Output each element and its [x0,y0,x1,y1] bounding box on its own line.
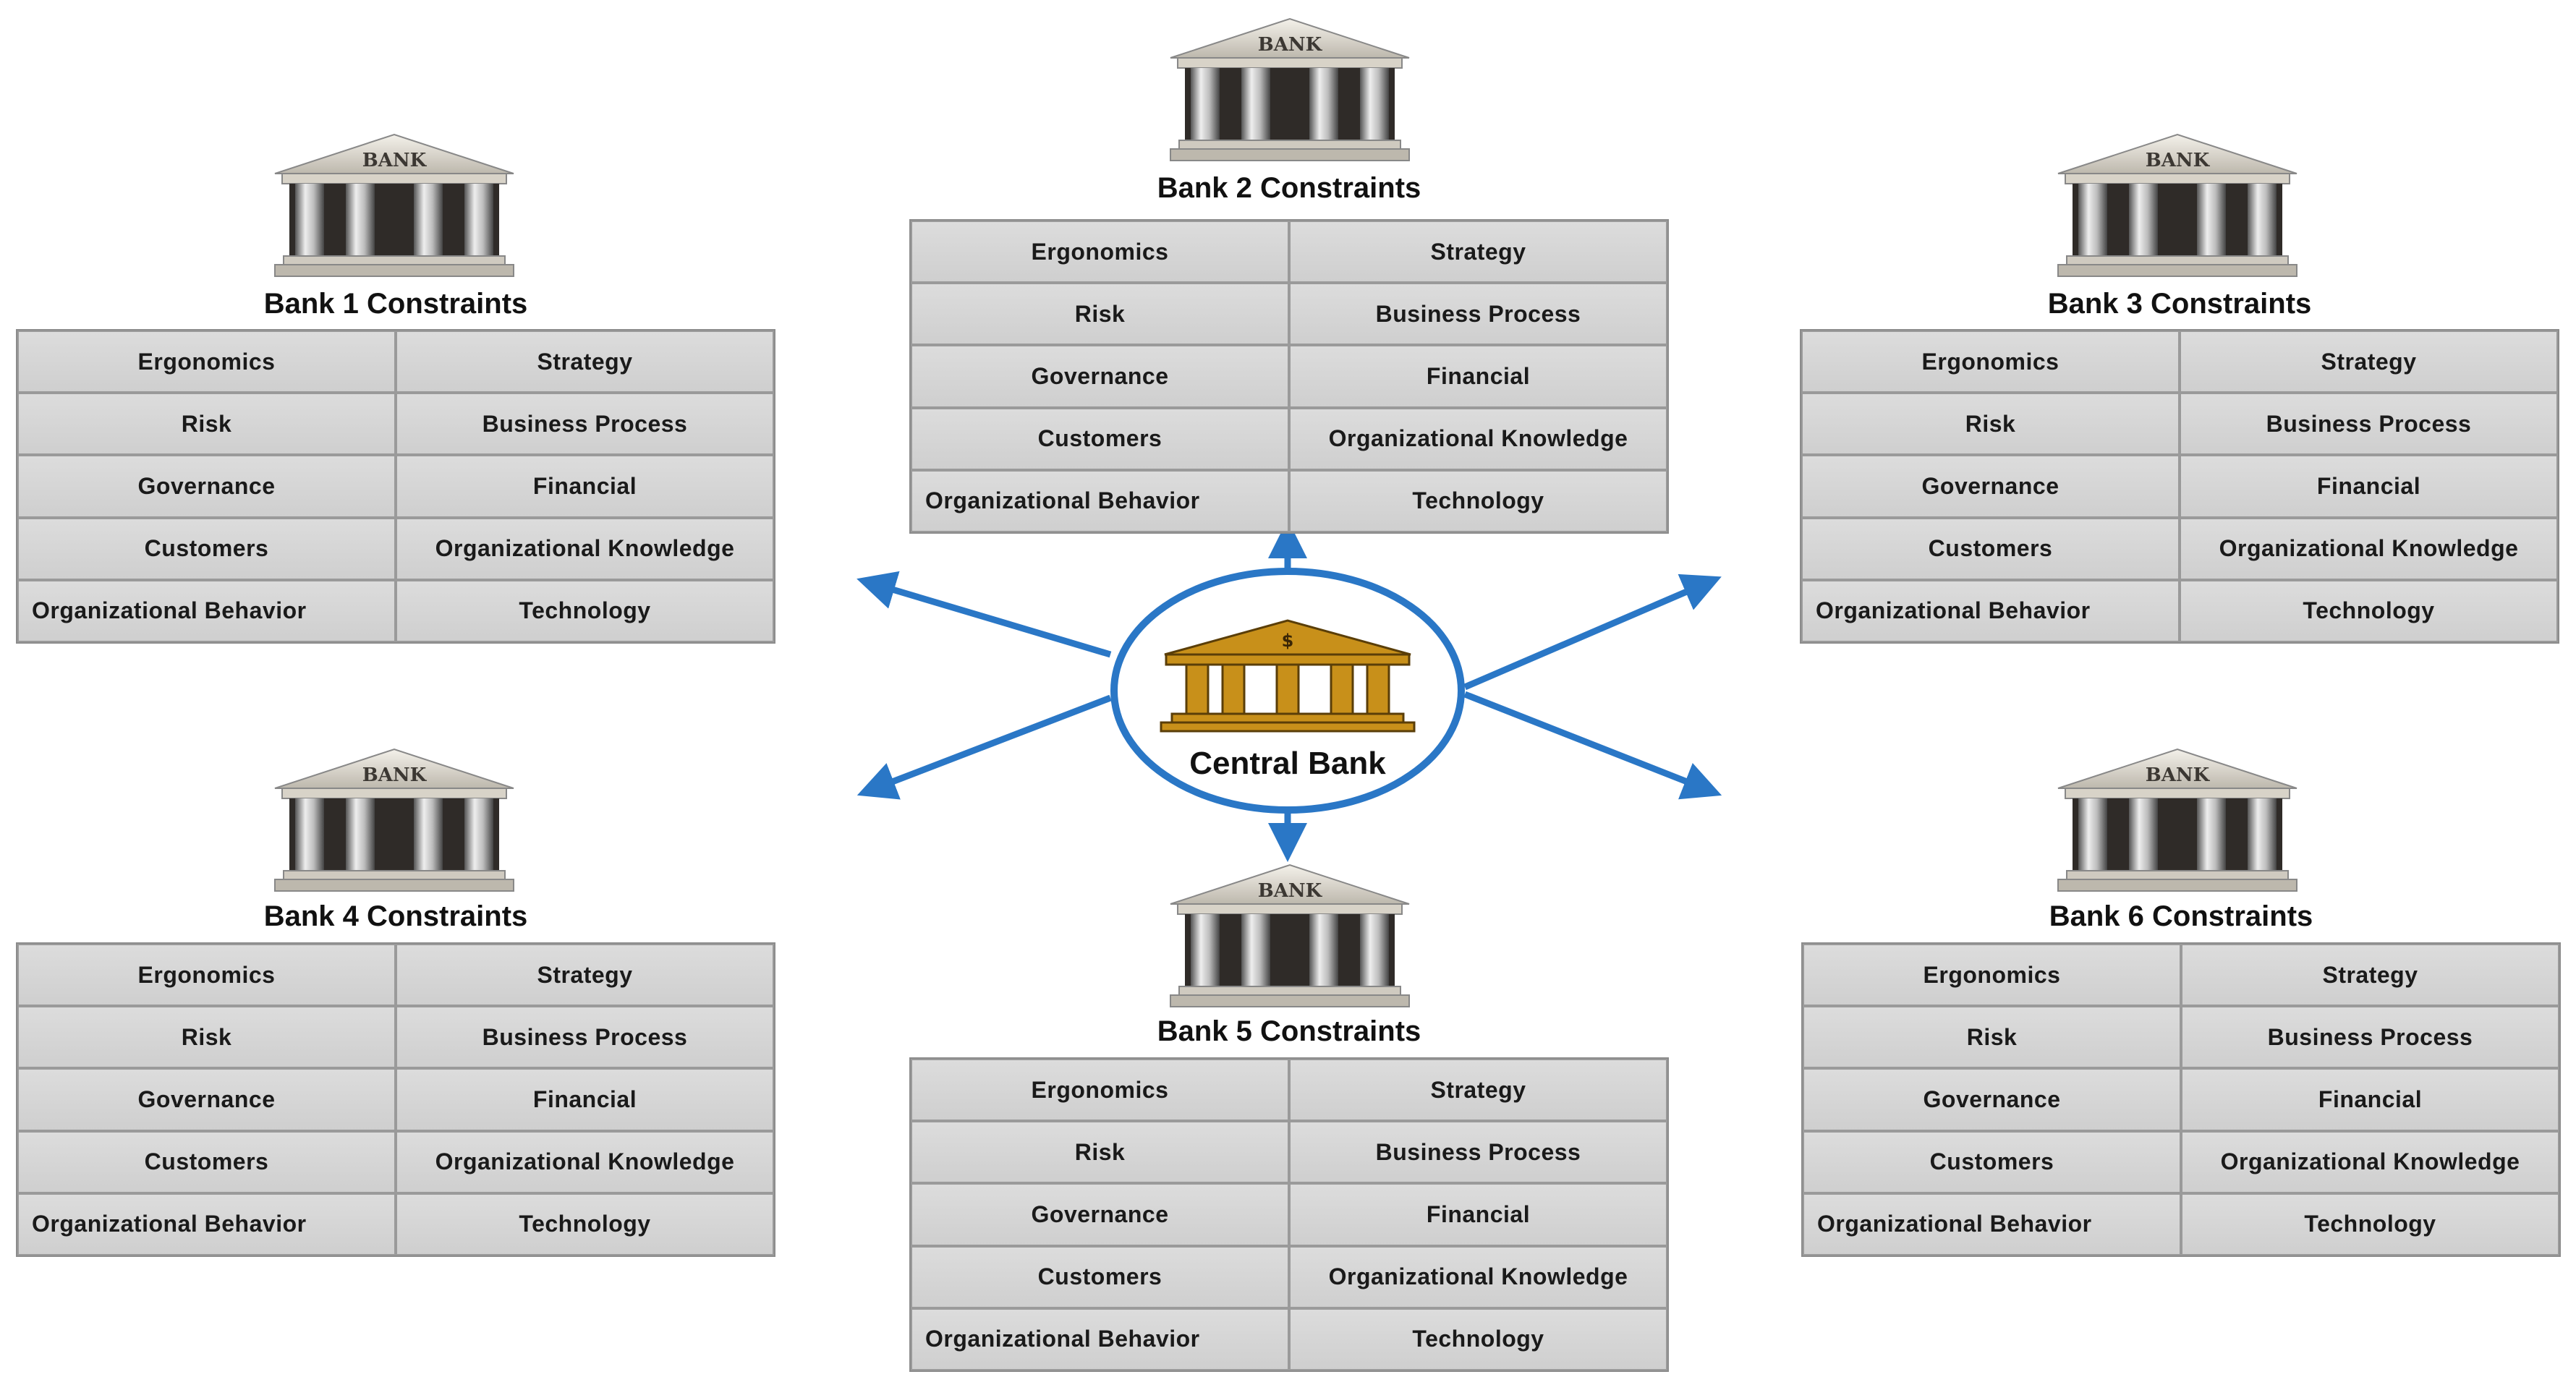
constraint-cell: Customers [17,517,396,580]
bank-building-icon: BANK [2051,129,2304,281]
constraint-cell: Technology [396,579,774,642]
constraint-cell: Financial [1289,345,1667,408]
constraint-cell: Business Process [2181,1006,2559,1069]
constraint-cell: Risk [911,1121,1289,1184]
constraint-cell: Financial [2180,455,2558,518]
constraint-cell: Ergonomics [17,944,396,1007]
constraint-cell: Strategy [2181,944,2559,1007]
constraint-cell: Organizational Behavior [911,469,1289,532]
constraint-cell: Organizational Behavior [911,1308,1289,1370]
constraint-cell: Strategy [2180,331,2558,393]
constraint-cell: Risk [17,1006,396,1069]
constraint-cell: Customers [17,1130,396,1193]
constraint-cell: Ergonomics [911,1059,1289,1122]
constraint-cell: Customers [911,407,1289,470]
arrow-to-bank-1 [856,571,1112,658]
constraint-cell: Governance [17,1068,396,1131]
constraint-cell: Financial [1289,1183,1667,1246]
constraint-cell: Strategy [396,944,774,1007]
bank-title: Bank 5 Constraints [1157,1015,1421,1047]
bank-title: Bank 4 Constraints [263,900,528,932]
constraint-cell: Business Process [396,1006,774,1069]
constraint-cell: Organizational Knowledge [1289,1245,1667,1308]
bank-building-icon: BANK [1163,859,1416,1011]
bank-icon-label: BANK [2146,150,2211,171]
constraint-cell: Financial [396,455,774,518]
constraint-cell: Risk [911,283,1289,346]
central-bank-building-icon: $ [1160,619,1416,733]
constraint-cell: Customers [911,1245,1289,1308]
bank-icon-label: BANK [1258,880,1323,902]
constraint-cell: Organizational Knowledge [2180,517,2558,580]
constraint-cell: Ergonomics [17,331,396,393]
constraint-cell: Organizational Knowledge [396,1130,774,1193]
constraint-cell: Governance [911,345,1289,408]
constraint-cell: Ergonomics [911,221,1289,283]
dollar-sign-icon: $ [1282,631,1294,651]
bank-icon-label: BANK [1258,34,1323,56]
constraint-cell: Organizational Behavior [1803,1193,2181,1255]
constraint-cell: Organizational Knowledge [2181,1130,2559,1193]
arrow-to-bank-3 [1463,574,1722,691]
arrow-to-bank-6 [1463,691,1722,800]
constraint-cell: Financial [2181,1068,2559,1131]
constraint-cell: Technology [1289,469,1667,532]
central-bank-label: Central Bank [1189,746,1386,781]
constraint-cell: Financial [396,1068,774,1131]
constraint-cell: Ergonomics [1801,331,2180,393]
bank-building-icon: BANK [2051,743,2304,895]
bank-building-icon: BANK [1163,13,1416,165]
constraint-cell: Customers [1801,517,2180,580]
constraint-cell: Organizational Knowledge [1289,407,1667,470]
bank-building-icon: BANK [268,743,521,895]
bank-title: Bank 6 Constraints [2049,900,2313,932]
constraint-cell: Organizational Knowledge [396,517,774,580]
constraint-cell: Governance [1801,455,2180,518]
constraint-cell: Ergonomics [1803,944,2181,1007]
bank-icon-label: BANK [362,150,428,171]
constraint-cell: Technology [2181,1193,2559,1255]
constraint-cell: Technology [1289,1308,1667,1370]
constraint-cell: Organizational Behavior [17,1193,396,1255]
bank-title: Bank 2 Constraints [1157,172,1421,204]
constraint-cell: Business Process [1289,1121,1667,1184]
constraint-cell: Business Process [2180,393,2558,456]
bank-title: Bank 3 Constraints [2047,288,2312,320]
constraint-cell: Governance [1803,1068,2181,1131]
constraint-cell: Strategy [1289,1059,1667,1122]
constraint-cell: Business Process [396,393,774,456]
bank-icon-label: BANK [362,764,428,786]
bank-building-icon: BANK [268,129,521,281]
constraint-cell: Organizational Behavior [1801,579,2180,642]
constraint-cell: Risk [17,393,396,456]
constraint-cell: Strategy [396,331,774,393]
constraint-cell: Governance [17,455,396,518]
arrow-to-bank-4 [856,694,1112,800]
bank-icon-label: BANK [2146,764,2211,786]
constraint-cell: Technology [2180,579,2558,642]
constraint-cell: Risk [1801,393,2180,456]
constraint-cell: Strategy [1289,221,1667,283]
constraint-cell: Risk [1803,1006,2181,1069]
constraint-cell: Organizational Behavior [17,579,396,642]
constraint-cell: Governance [911,1183,1289,1246]
bank-title: Bank 1 Constraints [263,288,528,320]
constraint-cell: Business Process [1289,283,1667,346]
constraint-cell: Technology [396,1193,774,1255]
constraint-cell: Customers [1803,1130,2181,1193]
